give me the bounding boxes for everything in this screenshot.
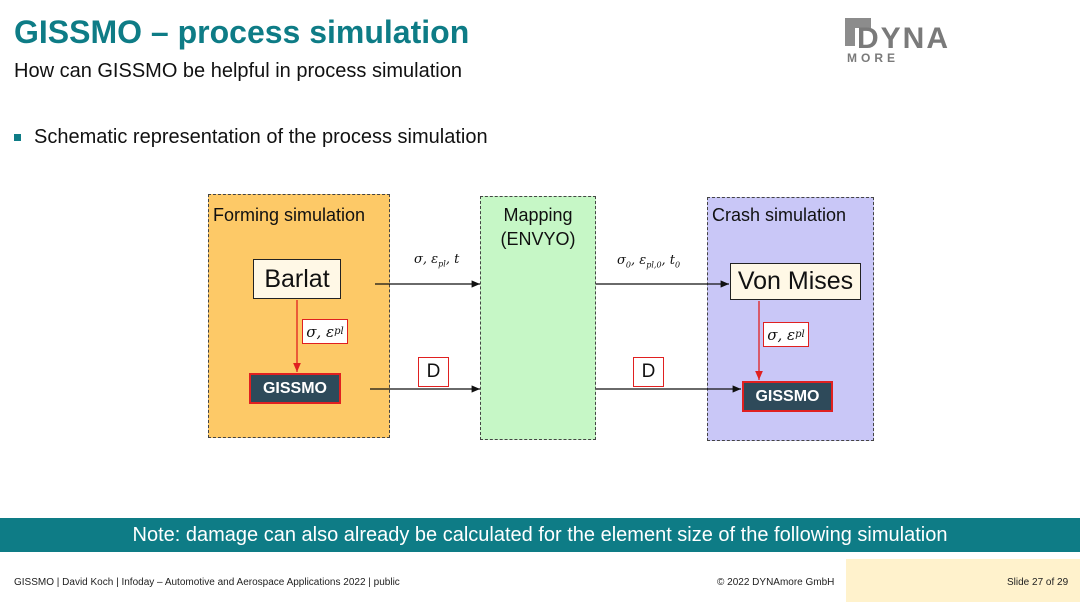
label-thickness: t bbox=[454, 252, 460, 267]
label-epsilon0: ε bbox=[639, 253, 647, 268]
mapping-title: Mapping (ENVYO) bbox=[480, 203, 596, 251]
footer-band bbox=[846, 559, 1080, 602]
logo-text-bottom: MORE bbox=[847, 51, 899, 64]
label-sigma0-sub: 0 bbox=[625, 260, 631, 270]
label-epsilon: ε bbox=[431, 252, 439, 267]
arrow-label-mapping-to-crash: σ0, εpl,0, t0 bbox=[617, 253, 681, 270]
footer-copyright: © 2022 DYNAmore GmbH bbox=[717, 577, 835, 588]
mapping-title-line2: (ENVYO) bbox=[500, 229, 576, 249]
barlat-model-box: Barlat bbox=[253, 259, 341, 299]
mapping-box bbox=[480, 196, 596, 440]
damage-label-left: D bbox=[418, 357, 449, 387]
label-epsilon0-sub: pl,0 bbox=[646, 260, 662, 270]
gissmo-forming-box: GISSMO bbox=[249, 373, 341, 404]
forming-var-sub: pl bbox=[334, 326, 344, 337]
bullet-item: Schematic representation of the process … bbox=[14, 126, 488, 149]
label-thickness0-sub: 0 bbox=[675, 260, 681, 270]
dynamore-logo-mark: DYNA MORE bbox=[845, 18, 950, 65]
bullet-square-icon bbox=[14, 134, 21, 141]
page-title: GISSMO – process simulation bbox=[14, 14, 470, 50]
gissmo-crash-box: GISSMO bbox=[742, 381, 833, 412]
crash-simulation-title: Crash simulation bbox=[712, 205, 847, 225]
dynamore-logo: DYNA MORE bbox=[843, 18, 1023, 65]
label-sigma: σ bbox=[414, 252, 423, 267]
label-epsilon-sub: pl bbox=[438, 259, 446, 269]
forming-var-text: σ, ε bbox=[306, 322, 335, 341]
note-bar: Note: damage can also already be calcula… bbox=[0, 518, 1080, 552]
von-mises-model-box: Von Mises bbox=[730, 263, 861, 300]
logo-text-top: DYNA bbox=[857, 22, 950, 55]
mapping-title-line1: Mapping bbox=[503, 205, 573, 225]
slide-number: Slide 27 of 29 bbox=[1007, 577, 1069, 588]
crash-var-sub: pl bbox=[795, 329, 805, 340]
crash-var-text: σ, ε bbox=[767, 325, 796, 344]
damage-label-right: D bbox=[633, 357, 664, 387]
bullet-text: Schematic representation of the process … bbox=[34, 126, 488, 148]
page-subtitle: How can GISSMO be helpful in process sim… bbox=[14, 60, 462, 82]
forming-simulation-title: Forming simulation bbox=[213, 205, 366, 225]
label-sigma0: σ bbox=[617, 253, 626, 268]
footer-info: GISSMO | David Koch | Infoday – Automoti… bbox=[14, 577, 400, 588]
label-thickness0: t bbox=[669, 253, 676, 268]
arrow-label-forming-to-mapping: σ, εpl, t bbox=[414, 252, 460, 269]
